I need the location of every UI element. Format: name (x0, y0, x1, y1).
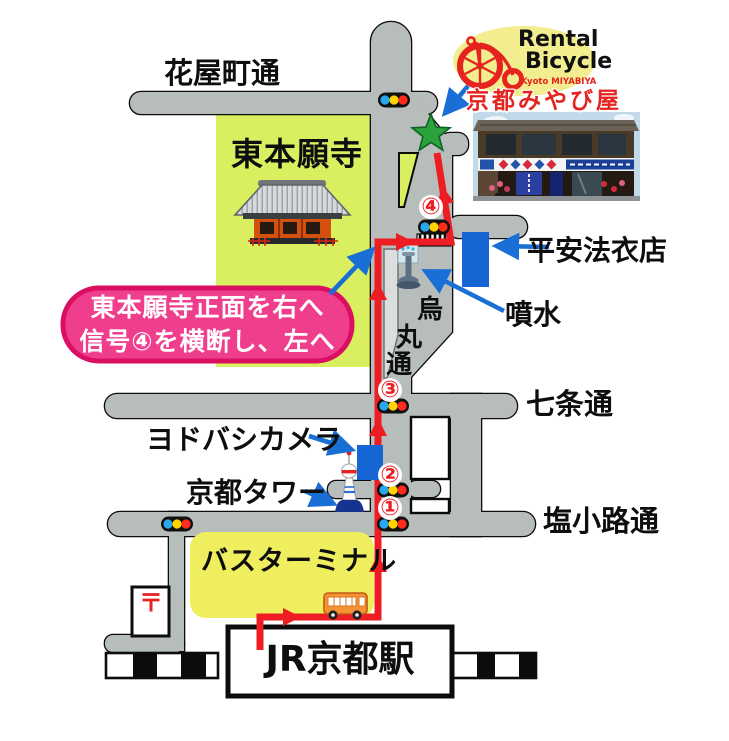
street-label-shichijo: 七条通 (526, 387, 614, 421)
logo-ellipse (453, 26, 595, 96)
railway-west (104, 651, 220, 680)
route-arrow-right-2 (396, 233, 414, 251)
street-label-hanayacho: 花屋町通 (164, 56, 281, 90)
city-blocks (409, 415, 451, 515)
rental-bicycle-logo (453, 26, 595, 96)
landmark-label-fountain: 噴水 (505, 298, 562, 331)
kyoto-tower-icon (335, 450, 364, 512)
landmark-label-heian-hoiten: 平安法衣店 (527, 234, 668, 267)
arrow-label-to-heian (491, 232, 550, 261)
callout-line-1: 東本願寺正面を右へ (90, 292, 325, 322)
arrow-logo-to-star (441, 84, 471, 117)
signal-badge-2: ② (378, 463, 402, 487)
signal-badge-4: ④ (419, 195, 443, 219)
logo-text-rental: Rental (518, 27, 599, 52)
landmark-label-yodobashi: ヨドバシカメラ (146, 423, 343, 456)
pointer-arrows (304, 84, 550, 508)
arrow-label-to-tower (304, 481, 338, 508)
street-label-shiokoji: 塩小路通 (543, 504, 660, 538)
traffic-light-icon-4 (418, 219, 450, 235)
street-label-karasuma-char-1: 烏 (417, 295, 444, 325)
railway-east (450, 651, 538, 680)
arrow-label-to-fountain (421, 269, 506, 314)
heian-hoiten-building (462, 232, 489, 287)
logo-text-bicycle: Bicycle (525, 49, 613, 74)
station-box (225, 624, 455, 699)
route-arrow-up-2 (369, 418, 387, 436)
street-label-karasuma-char-2: 丸 (396, 323, 423, 353)
shop-name-label: 京都みやび屋 (466, 88, 622, 114)
arrow-label-to-yodobashi (308, 429, 357, 456)
street-label-karasuma-char-3: 通 (386, 350, 413, 380)
signal-badge-1: ① (378, 496, 402, 520)
route-arrow-up-3 (369, 282, 387, 300)
storefront-photo (473, 112, 640, 201)
route-arrow-up-1 (369, 554, 387, 572)
post-office-symbol: 〒 (139, 589, 163, 617)
median-green-island (398, 152, 420, 208)
traffic-light-icon-shiokoji (161, 516, 193, 532)
traffic-light-icon-hanayacho (378, 92, 410, 108)
arrow-callout-to-turn (328, 246, 376, 296)
route-arrow-right-1 (283, 608, 301, 626)
bus-icon (323, 592, 368, 620)
landmark-label-kyoto-tower: 京都タワー (186, 476, 327, 509)
signal-badge-3: ③ (378, 378, 402, 402)
destination-star-icon (409, 111, 453, 153)
callout-bubble (60, 285, 355, 364)
logo-text-sub: Kyoto MIYABIYA (521, 77, 597, 87)
fountain-icon (396, 244, 421, 289)
landmark-label-bus-terminal: バスターミナル (201, 546, 397, 577)
callout-directions: 東本願寺正面を右へ 信号④を横断し、左へ (63, 288, 352, 361)
median-strip (383, 248, 399, 379)
bicycle-logo-icon (457, 36, 524, 90)
callout-line-2: 信号④を横断し、左へ (79, 326, 336, 356)
landmark-label-station: JR京都駅 (265, 639, 415, 680)
landmark-label-temple: 東本願寺 (231, 135, 364, 173)
post-office-icon (130, 585, 171, 638)
temple-icon (233, 180, 352, 246)
